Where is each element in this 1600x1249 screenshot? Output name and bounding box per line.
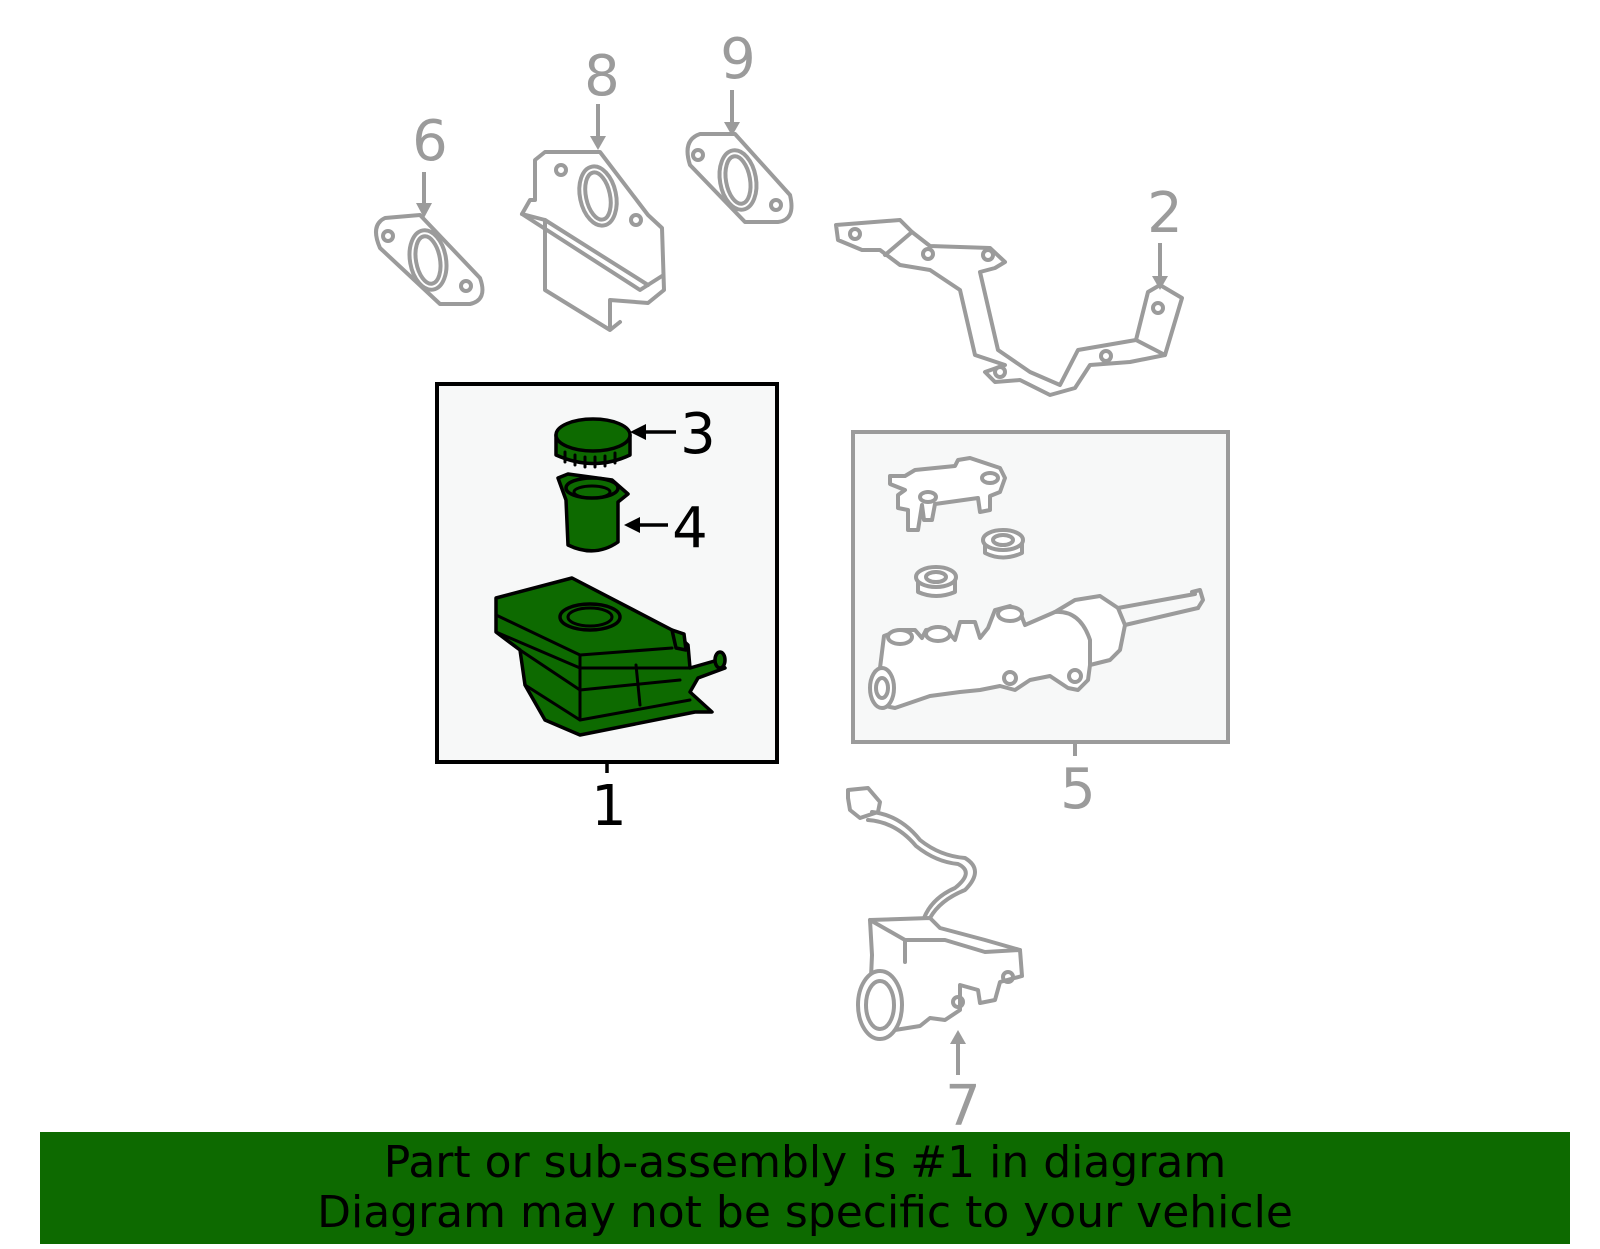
callout-2: 2 [1147,181,1183,290]
callout-7: 7 [945,1030,981,1130]
parts-diagram: 6 8 9 [374,27,1230,1130]
part-9-gasket[interactable] [685,132,794,224]
part-7-sensor[interactable] [846,786,1024,1041]
callout-6: 6 [412,109,448,218]
banner-line-1: Part or sub-assembly is #1 in diagram [383,1137,1227,1188]
callout-5-label: 5 [1060,757,1096,822]
callout-1-label: 1 [591,774,627,839]
banner-line-2: Diagram may not be specific to your vehi… [317,1187,1293,1238]
callout-4: 4 [624,496,708,561]
part-5-master-cylinder [868,456,1205,710]
callout-8: 8 [584,44,620,150]
info-banner: Part or sub-assembly is #1 in diagram Di… [40,1132,1570,1244]
callout-5: 5 [1060,742,1096,822]
callout-8-label: 8 [584,44,620,109]
callout-3: 3 [630,402,716,467]
part-1-reservoir[interactable] [494,576,727,737]
callout-3-label: 3 [680,402,716,467]
callout-1: 1 [591,762,627,839]
callout-2-label: 2 [1147,181,1183,246]
callout-6-label: 6 [412,109,448,174]
part-2-support-bracket[interactable] [834,218,1184,397]
part-3-cap[interactable] [554,417,632,469]
callout-9-label: 9 [720,27,756,92]
callout-7-label: 7 [945,1074,981,1130]
callout-4-label: 4 [672,496,708,561]
part-6-gasket[interactable] [374,213,485,306]
callout-9: 9 [720,27,756,136]
part-8-bracket[interactable] [520,150,666,332]
part-4-strainer[interactable] [556,472,630,553]
